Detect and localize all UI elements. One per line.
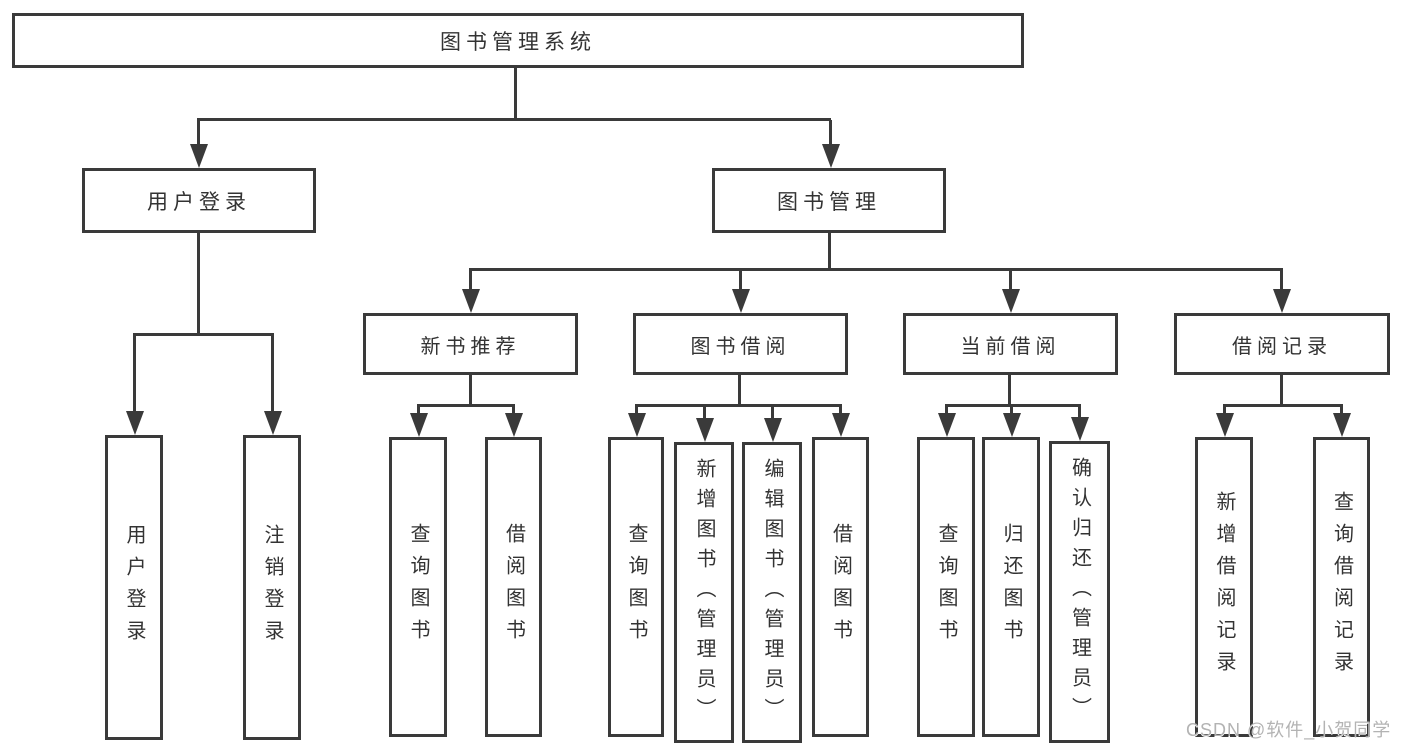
arrow-to-leaf-logout [271, 335, 274, 411]
arrow-to-bb-borrow [839, 406, 842, 413]
arrow-to-bb-edit [771, 406, 774, 418]
connector-new-book-bar [417, 404, 515, 407]
leaf-user-login-label: 用户登录 [123, 523, 145, 652]
node-book-management-label: 图书管理 [777, 190, 881, 214]
arrow-to-cb-return [1010, 406, 1013, 413]
connector-root-stem [514, 68, 517, 120]
node-user-login: 用户登录 [82, 168, 316, 233]
node-library-system-label: 图书管理系统 [440, 30, 596, 54]
node-book-borrow-label: 图书借阅 [690, 335, 791, 358]
leaf-cb-confirm-return-admin-label: 确认归还（管理员） [1068, 457, 1091, 727]
arrow-to-cb-confirm [1078, 406, 1081, 417]
connector-new-book-stem [469, 375, 472, 406]
node-current-borrow-label: 当前借阅 [960, 335, 1061, 358]
arrow-to-current-borrow [1009, 270, 1012, 289]
leaf-bb-query-books: 查询图书 [608, 437, 664, 737]
leaf-bb-add-books-admin: 新增图书（管理员） [674, 442, 734, 743]
node-book-borrow: 图书借阅 [633, 313, 848, 375]
arrow-to-br-query [1340, 406, 1343, 413]
arrow-to-cb-query [945, 406, 948, 413]
leaf-br-add-record: 新增借阅记录 [1195, 437, 1253, 737]
leaf-cb-confirm-return-admin: 确认归还（管理员） [1049, 441, 1110, 743]
leaf-bb-borrow-books-label: 借阅图书 [829, 523, 852, 651]
arrow-to-book-borrow [739, 270, 742, 289]
arrow-to-nb-borrow [512, 406, 515, 413]
leaf-bb-borrow-books: 借阅图书 [812, 437, 869, 737]
arrow-to-nb-query [417, 406, 420, 413]
connector-borrow-records-bar [1223, 404, 1343, 407]
leaf-br-query-record-label: 查询借阅记录 [1330, 491, 1353, 683]
arrow-to-bb-add [703, 406, 706, 418]
leaf-nb-query-books: 查询图书 [389, 437, 447, 737]
node-library-system: 图书管理系统 [12, 13, 1024, 68]
connector-borrow-records-stem [1280, 375, 1283, 406]
leaf-cb-return-books-label: 归还图书 [1000, 523, 1022, 651]
arrow-to-book-management [829, 120, 832, 144]
node-user-login-label: 用户登录 [147, 190, 251, 214]
csdn-watermark: CSDN @软件_小贺同学 [1186, 720, 1392, 740]
arrow-to-borrow-records [1280, 270, 1283, 289]
arrow-to-br-add [1223, 406, 1226, 413]
node-borrow-records-label: 借阅记录 [1232, 335, 1332, 358]
connector-current-borrow-stem [1008, 375, 1011, 406]
node-current-borrow: 当前借阅 [903, 313, 1118, 375]
connector-book-borrow-bar [635, 404, 842, 407]
connector-current-borrow-bar [945, 404, 1081, 407]
leaf-nb-borrow-books-label: 借阅图书 [502, 523, 525, 651]
leaf-bb-query-books-label: 查询图书 [625, 523, 647, 651]
connector-root-bar [197, 118, 831, 121]
leaf-nb-borrow-books: 借阅图书 [485, 437, 542, 737]
leaf-bb-edit-books-admin-label: 编辑图书（管理员） [761, 457, 783, 728]
leaf-nb-query-books-label: 查询图书 [407, 523, 429, 651]
node-new-book-recommend: 新书推荐 [363, 313, 578, 375]
connector-user-login-stem [197, 233, 200, 335]
node-new-book-recommend-label: 新书推荐 [420, 335, 521, 358]
arrow-to-user-login [197, 120, 200, 144]
leaf-bb-edit-books-admin: 编辑图书（管理员） [742, 442, 802, 743]
connector-book-management-stem [828, 233, 831, 270]
leaf-logout-label: 注销登录 [261, 523, 283, 652]
leaf-bb-add-books-admin-label: 新增图书（管理员） [693, 457, 715, 728]
leaf-br-add-record-label: 新增借阅记录 [1213, 491, 1235, 683]
leaf-cb-return-books: 归还图书 [982, 437, 1040, 737]
leaf-user-login: 用户登录 [105, 435, 163, 740]
leaf-br-query-record: 查询借阅记录 [1313, 437, 1370, 737]
leaf-cb-query-books-label: 查询图书 [935, 523, 957, 651]
arrow-to-leaf-user-login [133, 335, 136, 411]
node-borrow-records: 借阅记录 [1174, 313, 1390, 375]
arrow-to-bb-query [635, 406, 638, 413]
leaf-logout: 注销登录 [243, 435, 301, 740]
arrow-to-new-book-recommend [469, 270, 472, 289]
connector-user-login-bar [133, 333, 274, 336]
connector-book-management-bar [469, 268, 1283, 271]
leaf-cb-query-books: 查询图书 [917, 437, 975, 737]
connector-book-borrow-stem [738, 375, 741, 406]
node-book-management: 图书管理 [712, 168, 946, 233]
